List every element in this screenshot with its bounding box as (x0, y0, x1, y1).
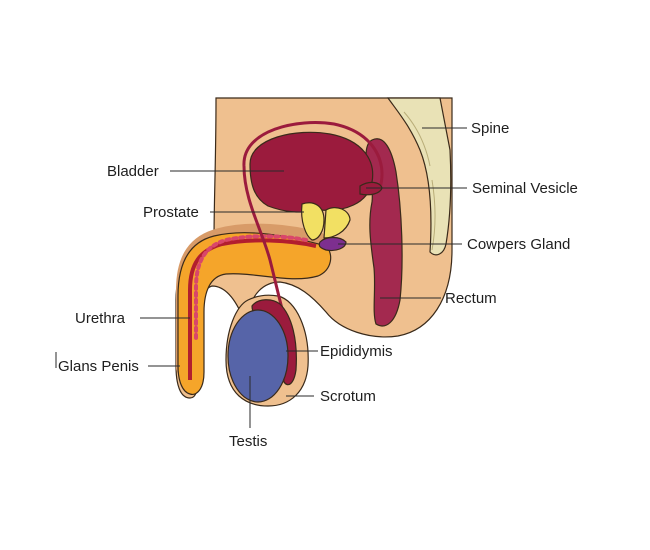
label-seminal-vesicle: Seminal Vesicle (472, 180, 578, 197)
label-bladder: Bladder (107, 163, 159, 180)
label-rectum: Rectum (445, 290, 497, 307)
urethra-dots (194, 234, 308, 342)
cowpers-gland-shape (318, 236, 347, 252)
label-epididymis: Epididymis (320, 343, 393, 360)
prostate-shape (301, 202, 325, 241)
label-glans-penis: Glans Penis (58, 358, 139, 375)
label-prostate: Prostate (143, 204, 199, 221)
label-urethra: Urethra (75, 310, 126, 327)
label-spine: Spine (471, 120, 509, 137)
label-cowpers-gland: Cowpers Gland (467, 236, 570, 253)
testis-shape (227, 309, 289, 403)
penis-shaft (177, 232, 332, 395)
label-scrotum: Scrotum (320, 388, 376, 405)
bladder-shape (249, 131, 374, 213)
bladder-wall (242, 121, 384, 189)
urethra-line (188, 238, 317, 380)
label-testis: Testis (229, 433, 267, 450)
